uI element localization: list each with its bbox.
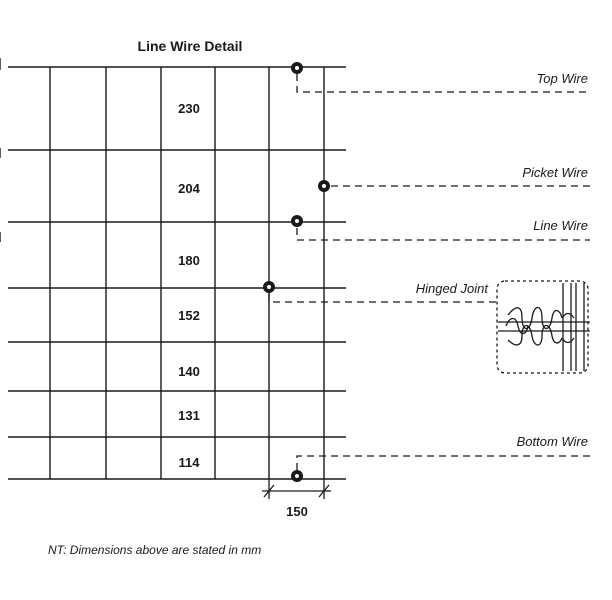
spacing-label: 152 [178, 308, 200, 323]
spacing-label: 140 [178, 364, 200, 379]
line-wire-label: Line Wire [533, 218, 588, 233]
diagram-title: Line Wire Detail [138, 38, 243, 54]
top-wire-label: Top Wire [537, 71, 588, 86]
hinged-joint-label: Hinged Joint [416, 281, 490, 296]
picket-wire-callout: Picket Wire [318, 165, 590, 192]
bottom-dimension-label: 150 [286, 504, 308, 519]
bottom-wire-label: Bottom Wire [517, 434, 588, 449]
line-wire-callout: Line Wire [291, 215, 590, 241]
spacing-label: 180 [178, 253, 200, 268]
top-wire-callout: Top Wire [291, 62, 590, 93]
spacing-label: 230 [178, 101, 200, 116]
mesh-horizontal-wires [8, 66, 346, 480]
bottom-wire-callout: Bottom Wire [291, 434, 590, 482]
bottom-dimension: 150 [262, 479, 331, 519]
spacing-label: 114 [179, 455, 201, 470]
spacing-labels: 230 204 180 152 140 131 114 [178, 101, 200, 470]
mesh-vertical-pickets [49, 67, 325, 479]
hinged-joint-detail-inset [496, 280, 590, 374]
dimensions-note: NT: Dimensions above are stated in mm [48, 543, 261, 557]
hinged-joint-callout: Hinged Joint [263, 280, 590, 374]
spacing-label: 131 [178, 408, 200, 423]
picket-wire-label: Picket Wire [522, 165, 588, 180]
spacing-label: 204 [178, 181, 200, 196]
